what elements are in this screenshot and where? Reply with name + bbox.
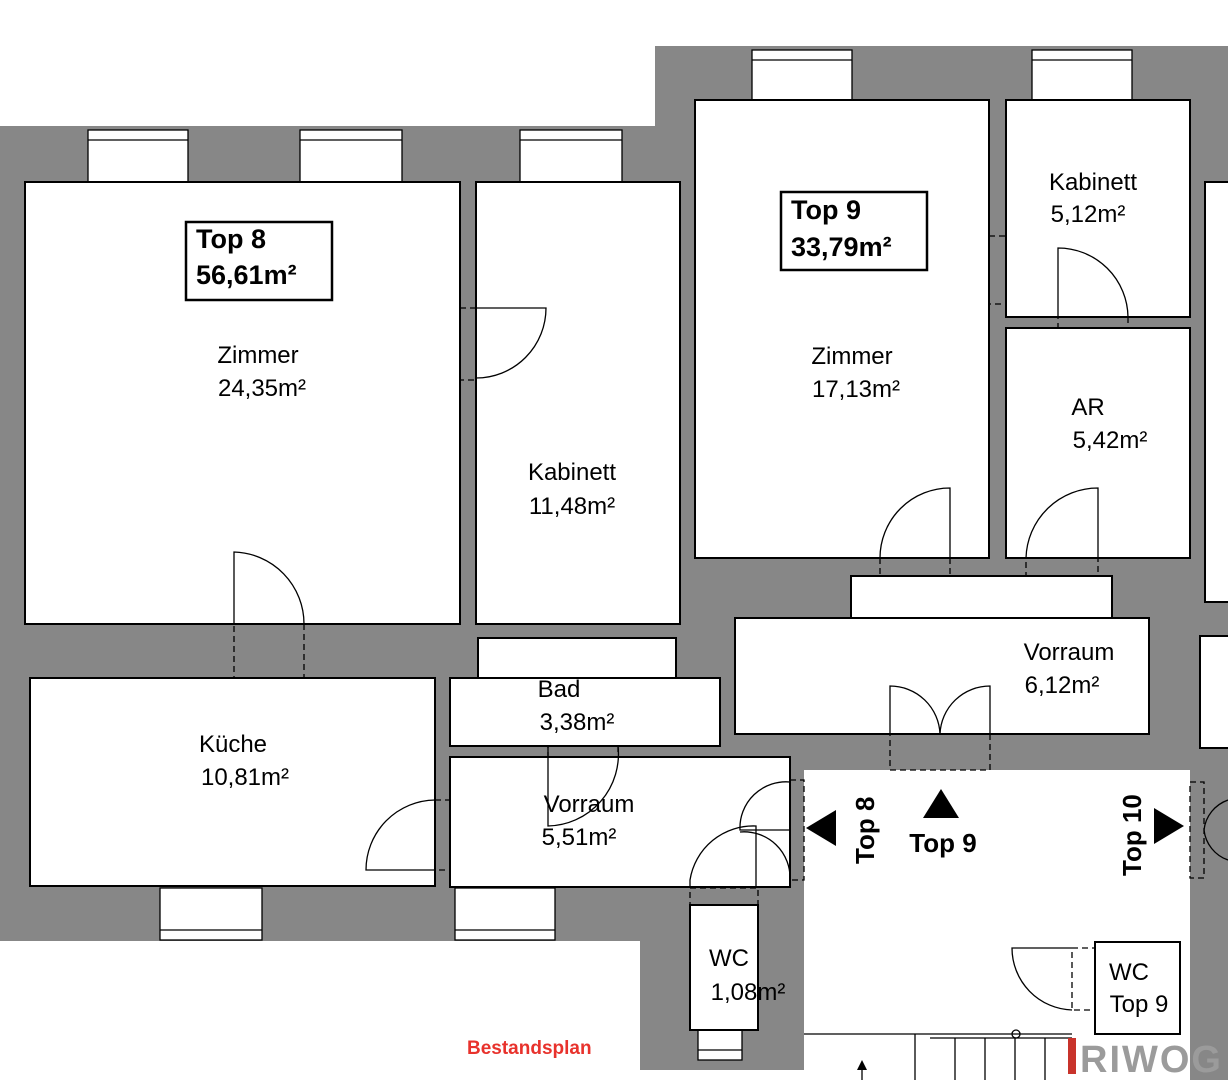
doors [233,235,1228,1011]
room-name: Vorraum [544,791,635,818]
arrow-left-icon [806,810,836,846]
stairs [804,1029,1072,1080]
entrance-top9: Top 9 [909,789,977,858]
unit-area: 56,61m² [196,260,297,290]
room-labels: Zimmer 24,35m² Kabinett 11,48m² Küche 10… [199,169,1168,1018]
room-wc-top8 [689,904,759,1031]
room-area: 1,08m² [711,979,786,1006]
room-zimmer-top9 [694,99,990,559]
room-vorraum-top8 [449,756,791,888]
entrance-label: Top 10 [1117,794,1147,876]
room-name: Vorraum [1024,639,1115,666]
room-name: AR [1071,394,1104,421]
room-area: Top 9 [1110,991,1169,1018]
windows [87,49,1133,1061]
unit-title: Top 9 [791,195,861,225]
arrow-right-icon [1154,808,1184,844]
entrance-label: Top 9 [909,828,976,858]
room-name: WC [709,945,749,972]
room-vorraum-top9-upper [850,575,1113,619]
room-area: 10,81m² [201,764,289,791]
room-area: 6,12m² [1025,672,1100,699]
arrow-up-icon [923,789,959,818]
room-name: Kabinett [528,459,616,486]
entrance-label: Top 8 [850,797,880,864]
unit-title: Top 8 [196,224,266,254]
room-kueche [29,677,436,887]
room-name: Zimmer [811,343,892,370]
room-area: 5,42m² [1073,427,1148,454]
unit-label-top8: Top 8 56,61m² [184,220,334,302]
room-bad [449,677,721,747]
entrance-top10: Top 10 [1117,794,1184,876]
room-bad-upper [477,637,677,681]
room-area: 3,38m² [540,709,615,736]
rooms [24,99,1228,1080]
room-name: Kabinett [1049,169,1137,196]
unit-label-top9: Top 9 33,79m² [779,190,929,272]
brand-name: RIWOG [1080,1039,1223,1080]
room-kabinett-top8 [475,181,681,625]
room-area: 11,48m² [529,493,615,520]
room-wc-top9 [1094,941,1181,1035]
room-zimmer-top8 [24,181,461,625]
room-name: WC [1109,959,1149,986]
room-area: 17,13m² [812,376,900,403]
room-area: 5,51m² [542,824,617,851]
unit-area: 33,79m² [791,232,892,262]
room-kabinett-top9 [1005,99,1191,318]
room-name: Küche [199,731,267,758]
room-name: Bad [538,676,581,703]
room-area: 24,35m² [218,375,306,402]
room-name: Zimmer [217,342,298,369]
brand-logo: RIWOG [1068,1038,1223,1080]
plan-caption: Bestandsplan [467,1038,592,1059]
entrance-top8: Top 8 [806,797,880,864]
room-area: 5,12m² [1051,201,1126,228]
